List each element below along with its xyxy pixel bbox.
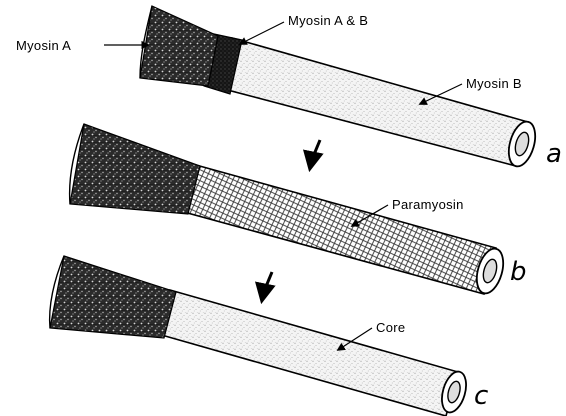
step-arrow-2 [262,272,272,300]
paramyosin-shaft [184,165,496,294]
filament-c [50,256,471,416]
core-shaft [158,290,458,416]
panel-letter-b: b [510,257,527,287]
myosin-b-sheath [220,38,528,166]
label-core: Core [376,320,405,335]
pointer-myosin-ab [240,22,284,44]
label-myosin-b: Myosin B [466,76,522,91]
panel-letter-a: a [546,139,562,169]
brush-c [50,256,176,338]
myosin-a-brush [140,6,218,86]
label-myosin-a: Myosin A [16,38,71,53]
label-paramyosin: Paramyosin [392,197,464,212]
brush-b [70,124,200,214]
panel-letter-c: c [474,381,488,411]
label-myosin-ab: Myosin A & B [288,13,368,28]
step-arrow-1 [310,140,320,168]
